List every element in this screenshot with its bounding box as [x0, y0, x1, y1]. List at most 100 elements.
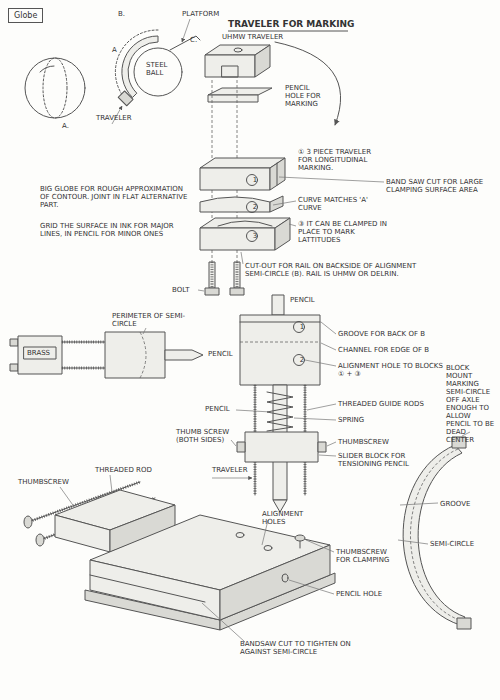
traveler-exploded — [208, 95, 258, 102]
traveler-exploded — [230, 288, 244, 295]
pencil-clamp-side-view — [165, 350, 203, 360]
annotation: PENCIL — [205, 405, 235, 413]
annotation: CHANNEL FOR EDGE OF B — [338, 346, 443, 354]
traveler-exploded — [273, 201, 296, 205]
traveler-assembly-3d — [202, 603, 245, 642]
annotation: TRAVELER — [212, 466, 252, 474]
annotation: THUMB SCREW (BOTH SIDES) — [176, 428, 231, 444]
annotation: THREADED ROD — [95, 466, 155, 474]
annotation: STEEL BALL — [146, 61, 172, 77]
tensioning-assembly — [327, 442, 336, 446]
annotation: PLATFORM — [182, 10, 227, 18]
sheet-heading: TRAVELER FOR MARKING — [228, 19, 354, 29]
traveler-exploded — [234, 262, 240, 288]
annotation: BANDSAW CUT TO TIGHTEN ON AGAINST SEMI-C… — [240, 640, 355, 656]
annotation: TRAVELER — [96, 114, 136, 122]
tensioning-assembly — [236, 410, 271, 412]
traveler-exploded — [270, 158, 285, 190]
tensioning-assembly — [240, 315, 320, 385]
callout-number: 2 — [250, 203, 260, 211]
annotation: GROOVE FOR BACK OF B — [338, 330, 443, 338]
traveler-exploded — [211, 262, 214, 288]
traveler-exploded — [198, 31, 384, 295]
traveler-exploded — [200, 197, 270, 212]
globe-figure — [25, 58, 85, 118]
marking-semi-circle — [398, 540, 428, 544]
traveler-exploded — [218, 221, 272, 226]
annotation: GRID THE SURFACE IN INK FOR MAJOR LINES,… — [40, 222, 190, 238]
callout-number: 2 — [297, 356, 307, 364]
annotation: THUMBSCREW FOR CLAMPING — [336, 548, 391, 564]
marking-semi-circle — [400, 503, 438, 505]
annotation: BAND SAW CUT FOR LARGE CLAMPING SURFACE … — [386, 178, 486, 194]
annotation: THUMBSCREW — [338, 438, 398, 446]
annotation: PENCIL HOLE FOR MARKING — [285, 84, 327, 108]
traveler-assembly-3d — [60, 487, 75, 508]
steel-ball-figure — [112, 19, 200, 124]
pencil-clamp-side-view — [10, 364, 18, 371]
marking-semi-circle — [457, 618, 471, 629]
annotation: PENCIL HOLE — [336, 590, 391, 598]
annotation: PENCIL — [208, 350, 238, 358]
annotation: PENCIL — [290, 296, 322, 304]
traveler-assembly-3d — [264, 546, 272, 551]
pencil-clamp-side-view — [143, 328, 146, 334]
traveler-exploded — [275, 42, 341, 125]
traveler-exploded — [277, 163, 278, 185]
marking-semi-circle — [410, 449, 462, 621]
box-text: Globe — [14, 11, 37, 20]
traveler-exploded — [205, 288, 219, 295]
traveler-exploded — [222, 66, 238, 77]
steel-ball-figure — [134, 48, 182, 96]
traveler-assembly-3d — [295, 535, 305, 541]
traveler-exploded — [270, 196, 283, 212]
tensioning-assembly — [245, 432, 318, 462]
traveler-exploded — [234, 48, 242, 52]
marking-semi-circle — [398, 432, 471, 629]
tensioning-assembly — [237, 442, 245, 452]
globe-figure — [40, 66, 54, 72]
annotation: B. — [118, 10, 133, 18]
title-box: Globe — [8, 8, 43, 23]
traveler-assembly-3d — [55, 515, 110, 552]
annotation: BRASS — [27, 349, 53, 357]
annotation: ALIGNMENT HOLES — [262, 510, 327, 526]
traveler-exploded — [200, 228, 275, 250]
annotation: SPRING — [338, 416, 388, 424]
annotation: BLOCK MOUNT MARKING SEMI-CIRCLE OFF AXLE… — [446, 364, 496, 444]
traveler-exploded — [241, 252, 243, 264]
tensioning-assembly — [318, 442, 326, 452]
tensioning-assembly — [267, 392, 293, 431]
annotation: BOLT — [172, 286, 197, 294]
annotation: THUMBSCREW — [18, 478, 73, 486]
pencil-clamp-side-view — [140, 332, 146, 378]
traveler-assembly-3d — [236, 533, 244, 538]
annotation: CUT-OUT FOR RAIL ON BACKSIDE OF ALIGNMEN… — [245, 262, 425, 278]
pencil-clamp-side-view — [62, 368, 105, 369]
annotation: SLIDER BLOCK FOR TENSIONING PENCIL — [338, 452, 418, 468]
annotation: GROOVE — [440, 500, 475, 508]
annotation: ① 3 PIECE TRAVELER FOR LONGITUDINAL MARK… — [298, 148, 380, 172]
traveler-assembly-3d — [306, 540, 334, 552]
annotation: CURVE MATCHES 'A' CURVE — [298, 196, 378, 212]
annotation: SEMI-CIRCLE — [430, 540, 485, 548]
traveler-assembly-3d — [24, 475, 335, 642]
traveler-exploded — [209, 262, 215, 288]
annotation: A. — [62, 122, 82, 130]
callout-number: 1 — [250, 176, 260, 184]
traveler-exploded — [289, 224, 296, 226]
tensioning-assembly — [319, 455, 336, 456]
annotation: UHMW TRAVELER — [222, 33, 292, 41]
tensioning-assembly — [240, 342, 320, 343]
traveler-exploded — [236, 262, 239, 288]
callout-number: 3 — [250, 232, 260, 240]
marking-semi-circle — [403, 445, 465, 625]
tensioning-assembly — [240, 322, 320, 323]
traveler-exploded — [205, 55, 255, 77]
pencil-clamp-side-view — [10, 328, 203, 378]
pencil-clamp-side-view — [62, 342, 105, 343]
pencil-clamp-side-view — [18, 336, 62, 374]
annotation: PERIMETER OF SEMI-CIRCLE — [112, 312, 192, 328]
traveler-assembly-3d — [24, 516, 32, 528]
